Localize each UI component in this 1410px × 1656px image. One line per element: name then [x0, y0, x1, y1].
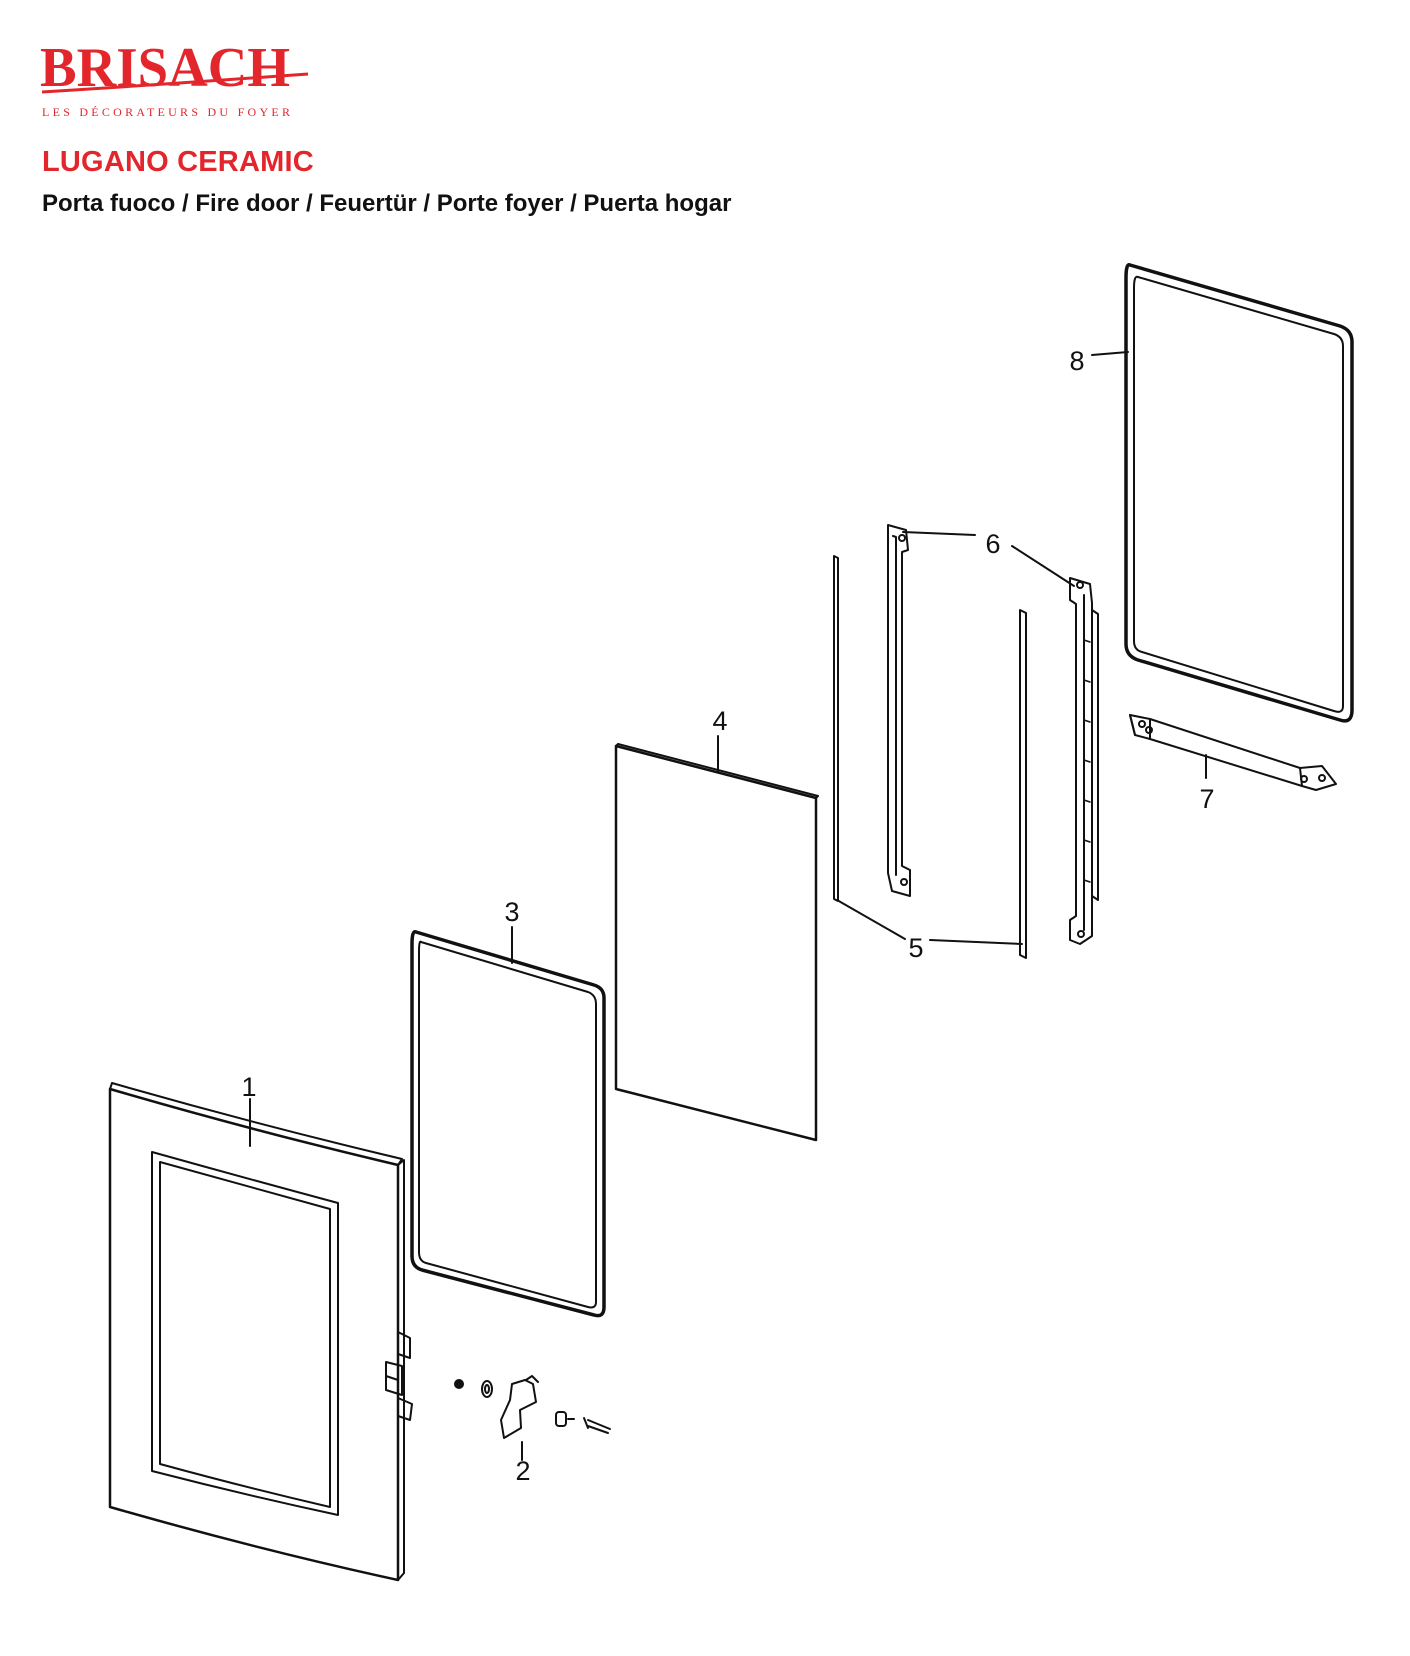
leader-8: [1091, 351, 1129, 356]
part-8-outer-frame: [1124, 263, 1354, 723]
product-title: LUGANO CERAMIC: [42, 146, 314, 178]
callout-3: 3: [504, 897, 519, 927]
leader-5b: [929, 939, 1023, 945]
leader-lines: [249, 351, 1207, 1461]
part-5-seal-strips: [833, 555, 1027, 959]
part-4-glass: [614, 743, 819, 1142]
callout-6: 6: [985, 529, 1000, 559]
part-7-bottom-plate: [1129, 714, 1337, 791]
callout-8: 8: [1069, 346, 1084, 376]
leader-6a: [902, 531, 976, 536]
part-2-latch-hardware: [454, 1375, 611, 1439]
leader-5a: [836, 899, 906, 940]
part-6-retaining-brackets: [887, 524, 1099, 945]
callout-4: 4: [712, 706, 727, 736]
part-3-gasket: [410, 930, 606, 1318]
callout-1: 1: [241, 1072, 256, 1102]
part-1-door: [108, 1082, 413, 1582]
leader-6b: [1011, 545, 1075, 587]
brisach-logo: BRISACH LES DÉCORATEURS DU FOYER: [40, 34, 330, 124]
brand-swoosh: [41, 72, 309, 94]
brisach-logo-graphic: BRISACH LES DÉCORATEURS DU FOYER: [40, 37, 309, 119]
callout-7: 7: [1199, 784, 1214, 814]
callout-5: 5: [908, 933, 923, 963]
callout-2: 2: [515, 1456, 530, 1486]
diagram-subtitle: Porta fuoco / Fire door / Feuertür / Por…: [42, 190, 732, 217]
